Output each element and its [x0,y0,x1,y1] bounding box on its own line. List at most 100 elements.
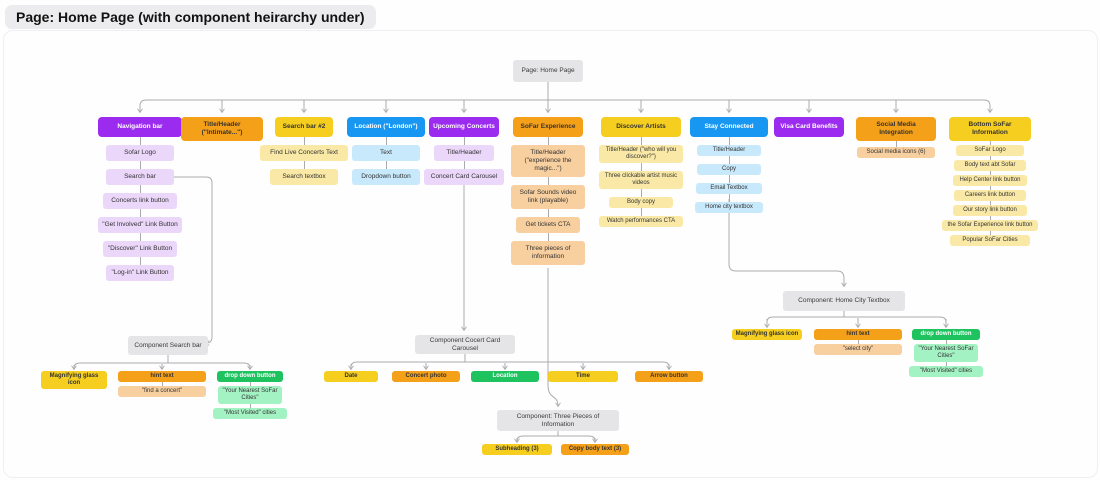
connector-dash [640,163,642,171]
component-child-group: Magnifying glass icon [41,371,107,389]
tree-node[interactable]: "Your Nearest SoFar Cities" [218,386,282,404]
component-title-concert-card-carousel[interactable]: Component Cocert Card Carousel [415,335,515,354]
tree-node[interactable]: the Sofar Experience link button [942,220,1038,231]
tree-node[interactable]: drop down button [912,329,980,340]
connector-dash [728,137,730,145]
tree-node[interactable]: Three pieces of information [511,241,585,265]
connector-dash [857,340,859,344]
tree-node[interactable]: Title/Header [697,145,761,156]
connector-dash [547,233,549,241]
connector-dash [161,382,163,386]
tree-node[interactable]: Search bar [106,169,174,185]
tree-node[interactable]: "Log-in" Link Button [106,265,174,281]
tree-node[interactable]: "Most Visited" cities [909,366,983,377]
component-child-group: hint text "find a concert" [118,371,206,397]
tree-node[interactable]: Copy [697,164,761,175]
page-section-title[interactable]: Page: Home Page (with component heirarch… [5,5,376,29]
tree-node[interactable]: Subheading (3) [482,444,552,455]
tree-node[interactable]: drop down button [217,371,283,382]
tree-node[interactable]: Text [352,145,420,161]
connector-dash [945,340,947,344]
connector-dash [139,257,141,265]
connector-dash [989,186,991,190]
tree-node[interactable]: Concerts link button [103,193,177,209]
tree-node[interactable]: Sofar Sounds video link (playable) [511,185,585,209]
column-header-sofar-experience[interactable]: SoFar Experience [513,117,583,137]
component-child-group: drop down button "Your Nearest SoFar Citi… [213,371,287,419]
component-child-group: Magnifying glass icon [732,329,802,340]
tree-node[interactable]: Dropdown button [352,169,420,185]
component-child-group: drop down button "Your Nearest SoFar Citi… [909,329,983,377]
column-header-bottom-sofar-information[interactable]: Bottom SoFar Information [949,117,1031,141]
tree-node[interactable]: Magnifying glass icon [732,329,802,340]
tree-node[interactable]: Watch performances CTA [599,216,683,227]
column-header-upcoming-concerts[interactable]: Upcoming Concerts [429,117,499,137]
tree-node[interactable]: Title/Header [434,145,494,161]
tree-node[interactable]: Sofar Logo [106,145,174,161]
column-header-location-london[interactable]: Location ("London") [347,117,425,137]
connector-dash [728,194,730,202]
connector-dash [640,137,642,145]
column-header-stay-connected[interactable]: Stay Connected [690,117,768,137]
tree-node[interactable]: Arrow button [635,371,703,382]
component-title-search-bar[interactable]: Component Search bar [128,336,208,355]
column-header-social-media-integration[interactable]: Social Media Integration [856,117,936,141]
tree-node[interactable]: "find a concert" [118,386,206,397]
connector-dash [139,161,141,169]
tree-node[interactable]: Our story link button [953,205,1027,216]
tree-node[interactable]: Careers link button [954,190,1026,201]
tree-node[interactable]: Find Live Concerts Text [260,145,348,161]
column-header-visa-card-benefits[interactable]: Visa Card Benefits [774,117,844,137]
tree-node[interactable]: Social media icons (6) [857,147,935,158]
tree-node[interactable]: Concert photo [392,371,460,382]
tree-node[interactable]: Popular SoFar Cities [950,235,1030,246]
tree-node[interactable]: Location [471,371,539,382]
tree-node[interactable]: "Discover" Link Button [103,241,177,257]
column-header-discover-artists[interactable]: Discover Artists [601,117,681,137]
tree-node[interactable]: Home city textbox [695,202,763,213]
connector-dash [139,185,141,193]
column-header-search-bar-2[interactable]: Search bar #2 [275,117,333,137]
connector-dash [989,216,991,220]
tree-node[interactable]: hint text [118,371,206,382]
tree-node[interactable]: Email Textbox [696,183,762,194]
tree-node[interactable]: Concert Card Carousel [424,169,504,185]
connector-dash [139,233,141,241]
connector-dash [385,161,387,169]
column-header-title-header-intimate[interactable]: Title/Header ("Intimate...") [181,117,263,141]
tree-node[interactable]: Three clickable artist music videos [599,171,683,189]
connector-dash [249,404,251,408]
tree-node[interactable]: Title/Header ("experience the magic...") [511,145,585,177]
tree-node[interactable]: Help Center link button [953,175,1027,186]
tree-node[interactable]: "Most Visited" cities [213,408,287,419]
tree-node[interactable]: Body copy [609,197,673,208]
tree-node[interactable]: Magnifying glass icon [41,371,107,389]
connector-dash [989,141,991,145]
root-node[interactable]: Page: Home Page [513,60,583,82]
tree-node[interactable]: Get tickets CTA [516,217,580,233]
connector-dash [385,137,387,145]
connector-dash [945,362,947,366]
tree-node[interactable]: Copy body text (3) [561,444,629,455]
component-title-three-pieces-of-information[interactable]: Component: Three Pieces of Information [497,410,619,431]
tree-node[interactable]: Title/Header ("who will you discover?") [599,145,683,163]
column-header-navigation-bar[interactable]: Navigation bar [98,117,182,137]
connector-dash [989,171,991,175]
component-title-home-city-textbox[interactable]: Component: Home City Textbox [783,291,905,311]
tree-node[interactable]: Time [548,371,618,382]
tree-node[interactable]: Body text abt Sofar [954,160,1026,171]
tree-node[interactable]: "Get Involved" Link Button [98,217,182,233]
tree-node[interactable]: "Your Nearest SoFar Cities" [914,344,978,362]
tree-node[interactable]: Search textbox [270,169,338,185]
connector-dash [728,156,730,164]
tree-node[interactable]: "select city" [814,344,902,355]
tree-node[interactable]: SoFar Logo [956,145,1024,156]
tree-node[interactable]: hint text [814,329,902,340]
tree-node[interactable]: Date [324,371,378,382]
